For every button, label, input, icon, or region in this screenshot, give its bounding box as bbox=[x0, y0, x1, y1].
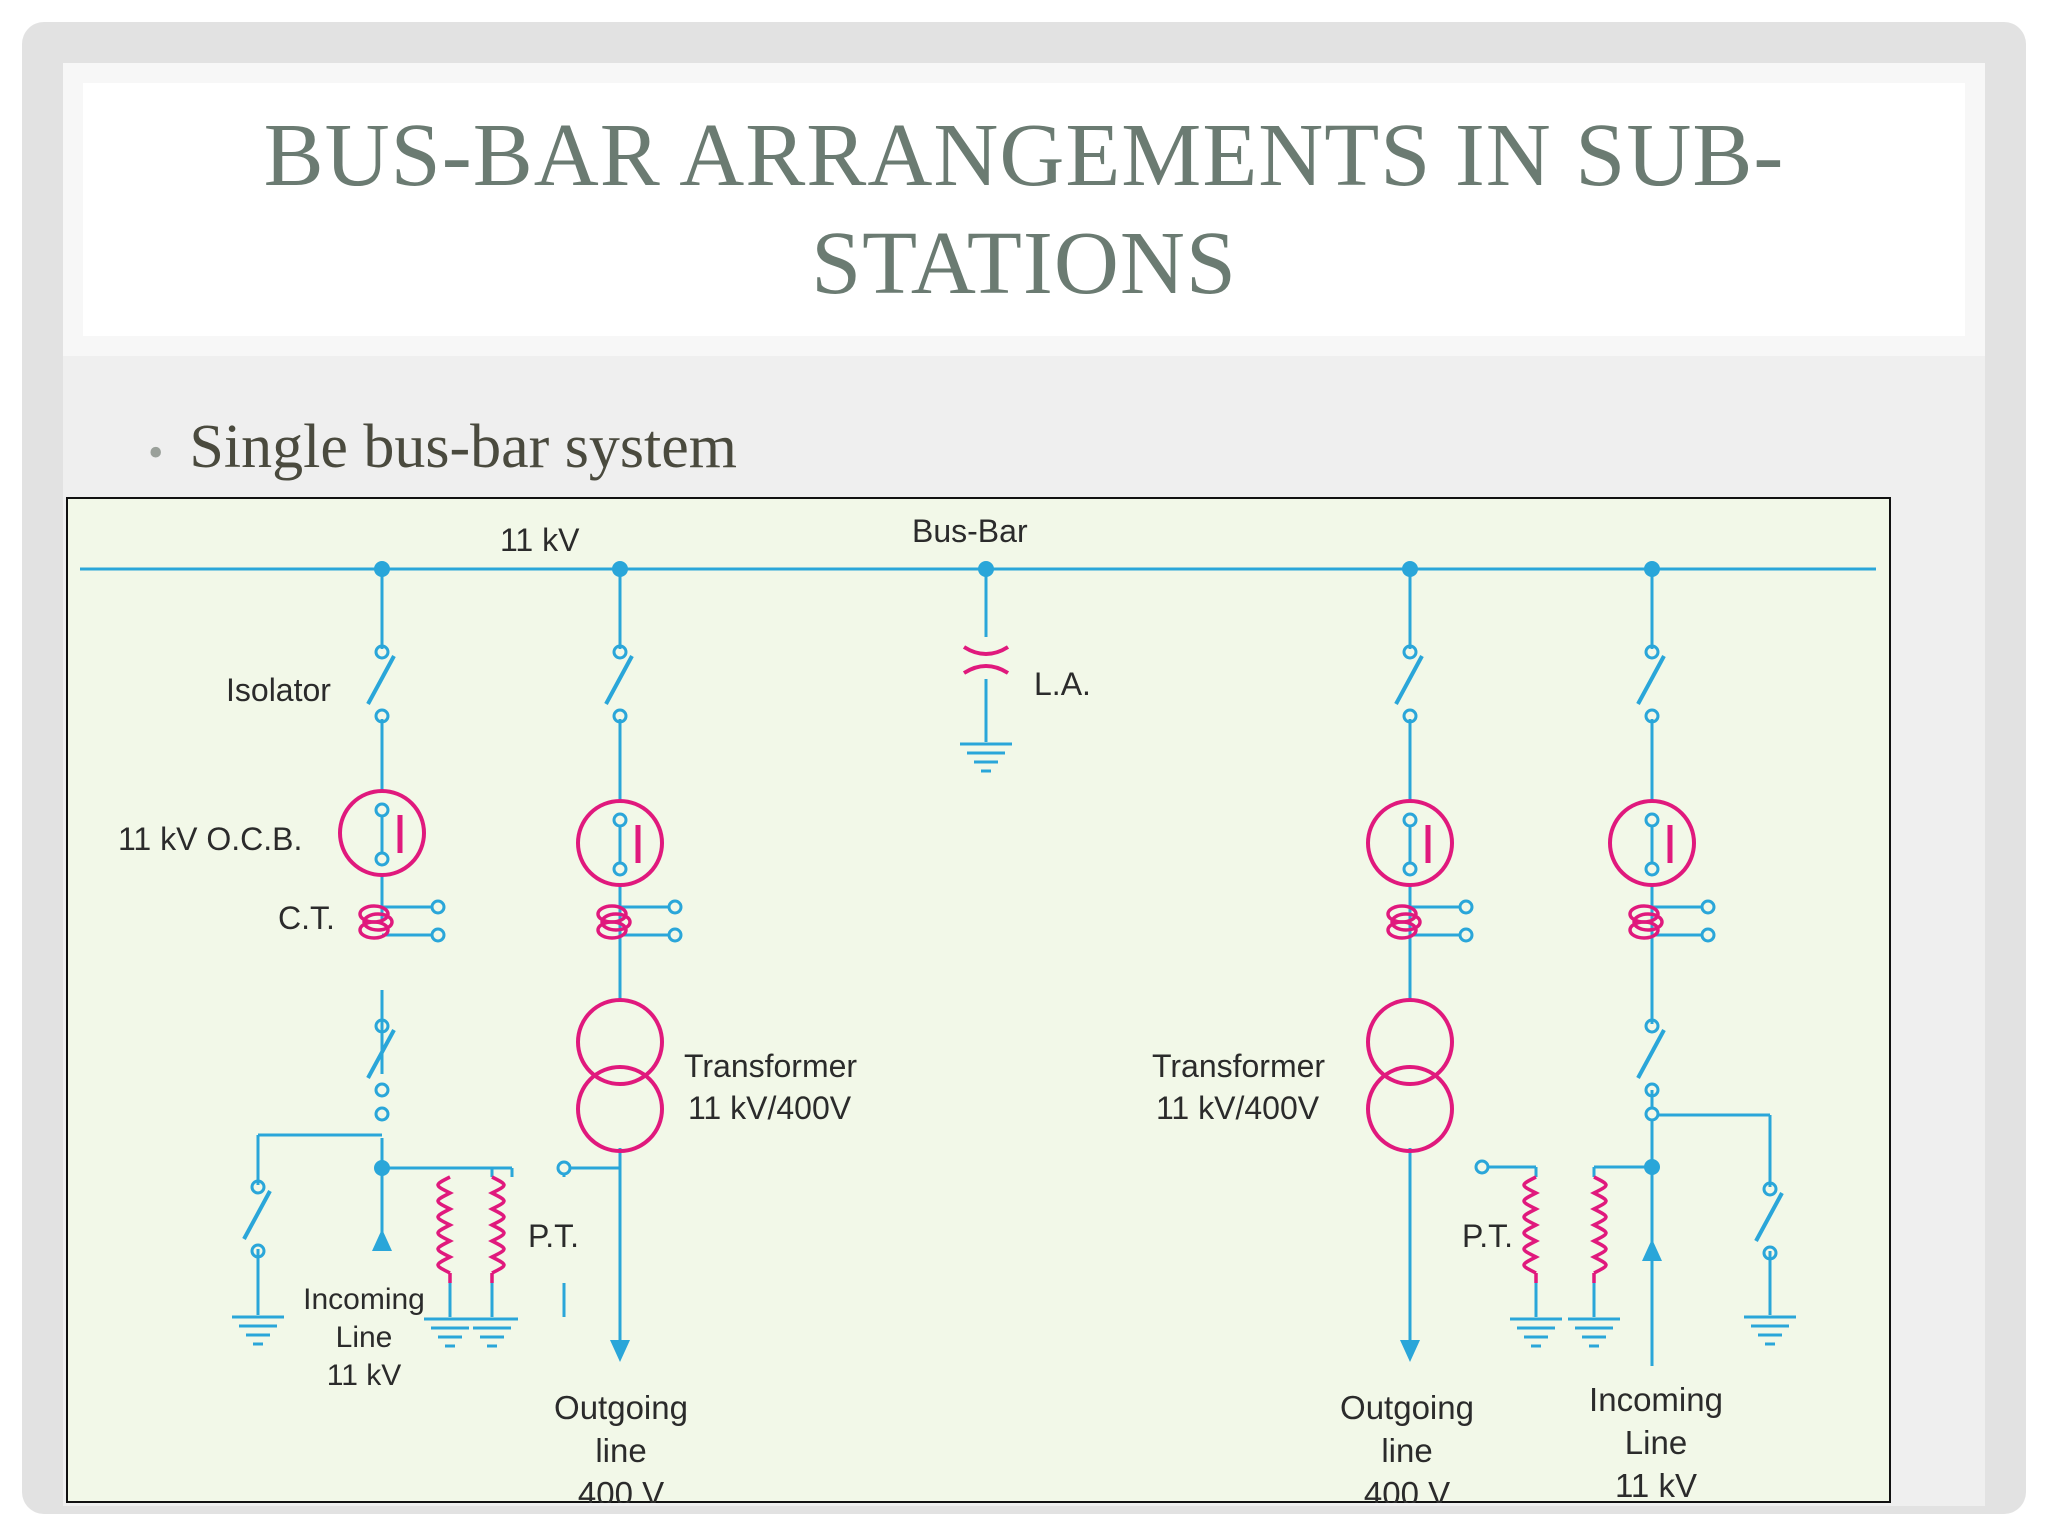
current-transformer-icon bbox=[358, 904, 394, 940]
ct-terminal bbox=[1458, 927, 1474, 943]
potential-transformer-icon bbox=[1522, 1175, 1608, 1283]
transformer-right-rating: 11 kV/400V bbox=[1156, 1090, 1320, 1126]
outgoing-right-voltage: 400 V bbox=[1364, 1475, 1450, 1503]
ct-terminal bbox=[1700, 927, 1716, 943]
isolator-label: Isolator bbox=[226, 672, 331, 708]
arrow-icon bbox=[1642, 1239, 1662, 1261]
current-transformer-icon bbox=[596, 904, 632, 940]
ct-terminal bbox=[430, 899, 446, 915]
ocb-terminal bbox=[374, 802, 390, 818]
outgoing-right-line: line bbox=[1381, 1432, 1432, 1469]
bus-junction-dot bbox=[978, 561, 994, 577]
bullet-text: Single bus-bar system bbox=[189, 413, 738, 481]
transformer-right-label: Transformer bbox=[1152, 1048, 1325, 1084]
ocb-terminal bbox=[612, 861, 628, 877]
slide-title-line-2: STATIONS bbox=[811, 213, 1237, 313]
bus-voltage-label: 11 kV bbox=[500, 522, 580, 558]
isolator-terminal bbox=[374, 1106, 390, 1122]
single-busbar-diagram: 11 kV Bus-Bar Isolator 11 kV O.C.B. C.T.… bbox=[66, 497, 1891, 1503]
bus-junction-dot bbox=[612, 561, 628, 577]
ct-terminal bbox=[1458, 899, 1474, 915]
arrow-icon bbox=[1400, 1340, 1420, 1362]
incoming-left-line: Line bbox=[336, 1321, 393, 1354]
ocb-terminal bbox=[374, 851, 390, 867]
arrow-icon bbox=[610, 1340, 630, 1362]
junction-dot bbox=[374, 1160, 390, 1176]
junction-dot bbox=[1644, 1159, 1660, 1175]
outgoing-left-line: line bbox=[595, 1432, 646, 1469]
potential-transformer-icon bbox=[436, 1175, 506, 1283]
ocb-label: 11 kV O.C.B. bbox=[118, 821, 302, 857]
incoming-left-label: Incoming bbox=[303, 1283, 425, 1316]
incoming-right-line: Line bbox=[1625, 1424, 1687, 1461]
incoming-left-voltage: 11 kV bbox=[327, 1359, 402, 1392]
bullet-item: • Single bus-bar system bbox=[148, 410, 737, 490]
current-transformer-icon bbox=[1628, 904, 1664, 940]
slide-title-line-1: BUS-BAR ARRANGEMENTS IN SUB- bbox=[263, 105, 1785, 205]
ct-terminal bbox=[1700, 899, 1716, 915]
pt-label-right: P.T. bbox=[1462, 1218, 1513, 1254]
ct-terminal bbox=[667, 899, 683, 915]
current-transformer-icon bbox=[1386, 904, 1422, 940]
la-label: L.A. bbox=[1034, 666, 1091, 702]
bullet-dot-icon: • bbox=[148, 427, 164, 477]
outgoing-right-label: Outgoing bbox=[1340, 1389, 1474, 1426]
bus-junction-dot bbox=[374, 561, 390, 577]
bus-bar-label: Bus-Bar bbox=[912, 513, 1028, 549]
transformer-left-label: Transformer bbox=[684, 1048, 857, 1084]
pt-terminal bbox=[556, 1160, 572, 1176]
slide-title: BUS-BAR ARRANGEMENTS IN SUB- STATIONS bbox=[264, 102, 1785, 318]
outgoing-left-label: Outgoing bbox=[554, 1389, 688, 1426]
ocb-terminal bbox=[1644, 812, 1660, 828]
ocb-terminal bbox=[1644, 861, 1660, 877]
lightning-arrester-icon bbox=[962, 645, 1010, 675]
title-panel: BUS-BAR ARRANGEMENTS IN SUB- STATIONS bbox=[83, 83, 1965, 336]
bus-junction-dot bbox=[1402, 561, 1418, 577]
arrow-icon bbox=[372, 1229, 392, 1251]
ocb-terminal bbox=[1402, 861, 1418, 877]
incoming-right-label: Incoming bbox=[1589, 1381, 1723, 1418]
isolator-terminal bbox=[1644, 1106, 1660, 1122]
ct-label: C.T. bbox=[278, 900, 335, 936]
ct-terminal bbox=[430, 927, 446, 943]
incoming-right-voltage: 11 kV bbox=[1615, 1467, 1697, 1503]
pt-label-left: P.T. bbox=[528, 1218, 579, 1254]
pt-terminal bbox=[1474, 1159, 1490, 1175]
transformer-icon bbox=[576, 998, 664, 1153]
outgoing-left-voltage: 400 V bbox=[578, 1475, 664, 1503]
ocb-terminal bbox=[1402, 812, 1418, 828]
ocb-terminal bbox=[612, 812, 628, 828]
transformer-left-rating: 11 kV/400V bbox=[688, 1090, 852, 1126]
ct-terminal bbox=[667, 927, 683, 943]
bus-junction-dot bbox=[1644, 561, 1660, 577]
transformer-icon bbox=[1366, 998, 1454, 1153]
